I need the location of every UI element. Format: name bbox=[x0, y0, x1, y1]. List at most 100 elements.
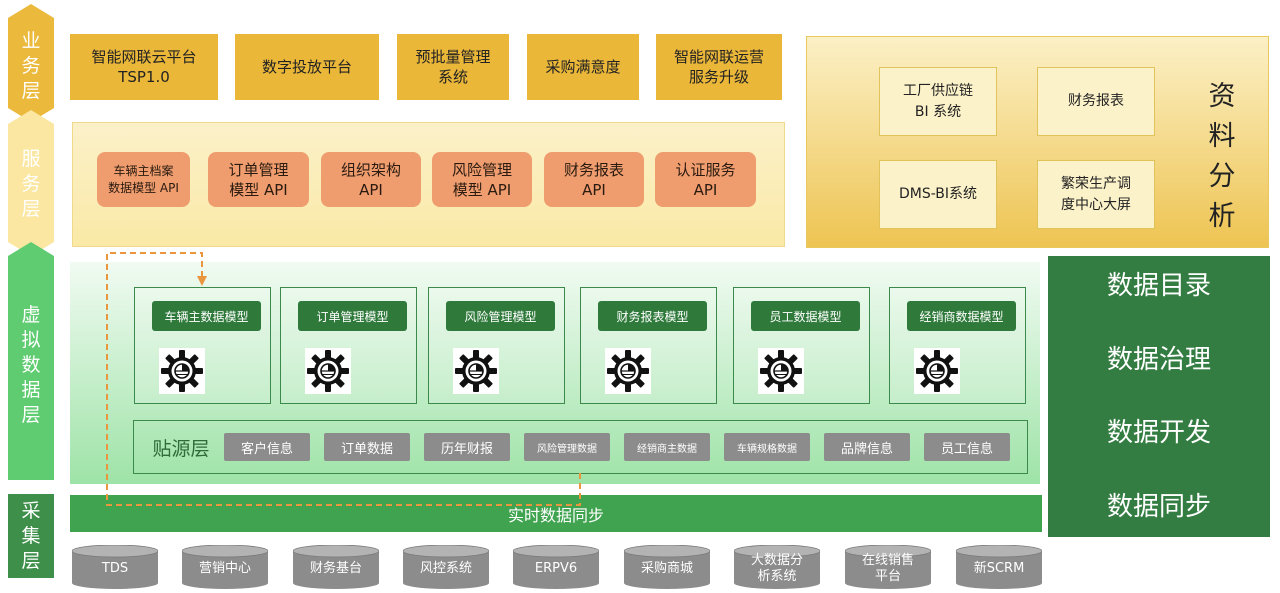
source-system-database[interactable]: 新SCRM bbox=[956, 545, 1042, 589]
data-function-item[interactable]: 数据治理 bbox=[1106, 344, 1211, 375]
database-icon bbox=[956, 545, 1042, 589]
business-layer-chevron bbox=[8, 4, 54, 122]
analysis-item-line1: 繁荣生产调 bbox=[1061, 175, 1131, 192]
source-system-database[interactable]: 在线销售平台 bbox=[845, 545, 931, 589]
analysis-item[interactable]: 财务报表 bbox=[1037, 67, 1155, 136]
database-label-line1: 营销中心 bbox=[198, 561, 251, 576]
virtual-layer-label: 虚拟数据层 bbox=[21, 303, 41, 426]
api-line2: API bbox=[693, 180, 718, 199]
model-card[interactable]: 财务报表模型 bbox=[580, 287, 717, 404]
business-item-line1: 智能网联运营 bbox=[673, 48, 764, 66]
source-system-database[interactable]: 风控系统 bbox=[403, 545, 489, 589]
model-label: 订单管理模型 bbox=[298, 301, 407, 331]
database-label-line1: ERPV6 bbox=[534, 561, 578, 576]
database-label: 大数据分析系统 bbox=[734, 553, 820, 585]
database-icon bbox=[845, 545, 931, 589]
source-item[interactable]: 客户信息 bbox=[224, 433, 310, 461]
analysis-item-line1: DMS-BI系统 bbox=[898, 186, 978, 202]
analysis-item[interactable]: 繁荣生产调度中心大屏 bbox=[1037, 160, 1155, 229]
source-item[interactable]: 风险管理数据 bbox=[524, 433, 610, 461]
database-icon bbox=[293, 545, 379, 589]
source-item[interactable]: 员工信息 bbox=[924, 433, 1010, 461]
api-box[interactable]: 车辆主档案数据模型 API bbox=[97, 152, 190, 207]
api-box[interactable]: 风险管理模型 API bbox=[432, 152, 532, 207]
gear-icon bbox=[605, 348, 651, 394]
source-system-database[interactable]: 采购商城 bbox=[624, 545, 710, 589]
realtime-sync-bar: 实时数据同步 bbox=[70, 495, 1042, 532]
gear-icon bbox=[758, 348, 804, 394]
analysis-item[interactable]: DMS-BI系统 bbox=[879, 160, 997, 229]
database-label-line2: 析系统 bbox=[757, 569, 797, 584]
source-item[interactable]: 品牌信息 bbox=[824, 433, 910, 461]
business-item-line2: TSP1.0 bbox=[118, 68, 170, 86]
database-icon bbox=[72, 545, 158, 589]
database-label: 风控系统 bbox=[403, 553, 489, 585]
data-function-item[interactable]: 数据开发 bbox=[1106, 417, 1211, 448]
business-item-line1: 预批量管理 bbox=[415, 48, 491, 66]
database-label-line1: 风控系统 bbox=[419, 561, 472, 576]
database-label-line2: 平台 bbox=[874, 569, 901, 584]
analysis-item[interactable]: 工厂供应链 BI 系统 bbox=[879, 67, 997, 136]
data-function-item[interactable]: 数据目录 bbox=[1106, 270, 1211, 301]
service-layer-label: 服务层 bbox=[21, 147, 41, 220]
gear-icon bbox=[305, 348, 351, 394]
database-label: TDS bbox=[72, 553, 158, 585]
source-system-database[interactable]: ERPV6 bbox=[513, 545, 599, 589]
model-card[interactable]: 经销商数据模型 bbox=[889, 287, 1026, 404]
data-function-item[interactable]: 数据同步 bbox=[1106, 491, 1211, 522]
database-label: 在线销售平台 bbox=[845, 553, 931, 585]
business-item[interactable]: 预批量管理系统 bbox=[397, 34, 509, 100]
api-line1: 组织架构 bbox=[340, 160, 401, 179]
business-item-line2: 系统 bbox=[437, 68, 468, 86]
business-layer-label: 业务层 bbox=[21, 29, 41, 102]
database-label: 采购商城 bbox=[624, 553, 710, 585]
api-line2: 模型 API bbox=[452, 180, 512, 199]
database-label-line1: 采购商城 bbox=[640, 561, 693, 576]
gear-icon bbox=[453, 348, 499, 394]
source-system-database[interactable]: 营销中心 bbox=[182, 545, 268, 589]
source-item[interactable]: 车辆规格数据 bbox=[724, 433, 810, 461]
analysis-item-line2: BI 系统 bbox=[914, 103, 962, 120]
layer-label-backgrounds bbox=[8, 4, 54, 578]
gear-icon bbox=[914, 348, 960, 394]
api-line1: 认证服务 bbox=[675, 160, 736, 179]
api-line2: API bbox=[359, 180, 383, 199]
business-item[interactable]: 智能网联运营服务升级 bbox=[656, 34, 782, 100]
database-label-line1: 大数据分 bbox=[750, 553, 803, 568]
model-card[interactable]: 员工数据模型 bbox=[733, 287, 870, 404]
business-item[interactable]: 数字投放平台 bbox=[235, 34, 379, 100]
source-system-database[interactable]: TDS bbox=[72, 545, 158, 589]
source-item[interactable]: 经销商主数据 bbox=[624, 433, 710, 461]
model-card[interactable]: 订单管理模型 bbox=[280, 287, 417, 404]
model-card[interactable]: 风险管理模型 bbox=[428, 287, 565, 404]
service-layer-chevron bbox=[8, 110, 54, 256]
database-label-line1: 在线销售 bbox=[861, 553, 914, 568]
model-label: 员工数据模型 bbox=[751, 301, 860, 331]
business-item[interactable]: 采购满意度 bbox=[527, 34, 639, 100]
analysis-item-line2: 度中心大屏 bbox=[1061, 196, 1131, 213]
analysis-title: 资料分析 bbox=[1208, 81, 1236, 232]
api-line1: 订单管理 bbox=[228, 160, 289, 179]
analysis-item-line1: 工厂供应链 bbox=[903, 82, 973, 99]
database-label: 营销中心 bbox=[182, 553, 268, 585]
source-layer-title: 贴源层 bbox=[152, 437, 210, 460]
api-line2: 模型 API bbox=[229, 180, 288, 199]
database-label-line1: 财务基台 bbox=[309, 561, 362, 576]
source-item[interactable]: 订单数据 bbox=[324, 433, 410, 461]
source-system-database[interactable]: 财务基台 bbox=[293, 545, 379, 589]
model-card[interactable]: 车辆主数据模型 bbox=[134, 287, 271, 404]
api-line1: 财务报表 bbox=[563, 160, 624, 179]
source-system-database[interactable]: 大数据分析系统 bbox=[734, 545, 820, 589]
api-line1: 车辆主档案 bbox=[113, 163, 174, 178]
api-box[interactable]: 订单管理模型 API bbox=[208, 152, 309, 207]
source-item[interactable]: 历年财报 bbox=[424, 433, 510, 461]
database-icon bbox=[403, 545, 489, 589]
model-label: 经销商数据模型 bbox=[907, 301, 1016, 331]
arrow-head-icon bbox=[197, 276, 207, 286]
model-label: 风险管理模型 bbox=[446, 301, 555, 331]
